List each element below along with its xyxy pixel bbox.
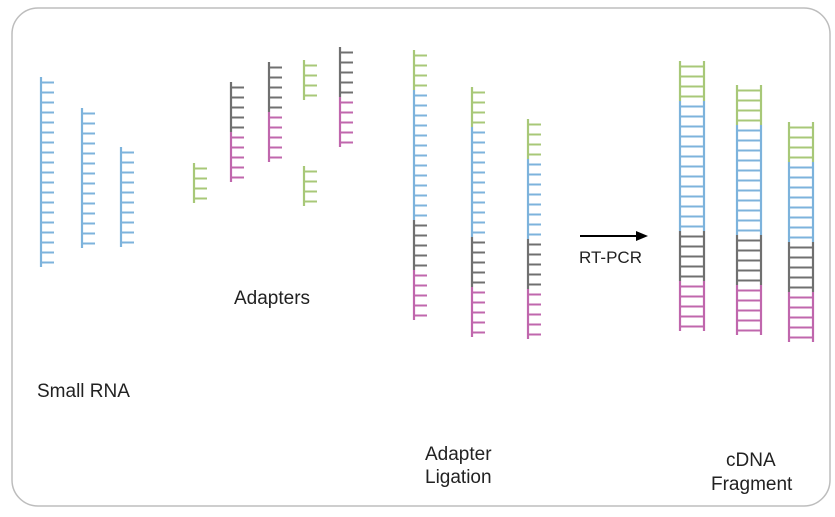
adapter-strand-2-segment-adapter-3prime-gray (229, 82, 244, 132)
small-rna-strand-3 (119, 147, 134, 247)
adapter-strand-6-segment-adapter-3prime-gray (338, 47, 353, 97)
cdna-fragment-1-segment-adapter-5prime (678, 61, 706, 101)
label-small-rna: Small RNA (37, 381, 130, 402)
cdna-fragment-1 (678, 61, 706, 331)
ligated-strand-1-segment-small-rna (412, 90, 427, 220)
diagram-frame (11, 7, 831, 507)
rt-pcr-arrow (580, 231, 648, 241)
adapter-strand-1-segment-adapter-5prime (192, 163, 207, 203)
cdna-fragment-1-segment-adapter-3prime-gray (678, 231, 706, 281)
adapter-strand-3 (267, 62, 282, 162)
small-rna-strand-3-segment-small-rna (119, 147, 134, 247)
ligated-strand-3-segment-adapter-3prime-pink (526, 289, 541, 339)
cdna-fragment-2-segment-adapter-3prime-pink (735, 285, 763, 335)
cdna-fragment-3 (787, 122, 815, 342)
cdna-fragment-2-segment-adapter-3prime-gray (735, 235, 763, 285)
arrow-head-icon (636, 231, 648, 241)
adapter-strand-5-segment-adapter-5prime (302, 166, 317, 206)
adapter-strand-1 (192, 163, 207, 203)
adapter-strand-2-segment-adapter-3prime-pink (229, 132, 244, 182)
adapter-strand-3-segment-adapter-3prime-gray (267, 62, 282, 112)
small-rna-strand-1-segment-small-rna (39, 77, 54, 267)
cdna-fragment-3-segment-adapter-3prime-pink (787, 292, 815, 342)
ligated-strand-1-segment-adapter-3prime-gray (412, 220, 427, 270)
label-adapter-ligation-line1: Adapter (425, 444, 492, 465)
ligated-strand-2-segment-small-rna (470, 127, 485, 237)
ligated-strand-2-segment-adapter-3prime-pink (470, 287, 485, 337)
cdna-fragment-2 (735, 85, 763, 335)
label-cdna-line1: cDNA (726, 450, 776, 471)
adapter-strand-4 (302, 60, 317, 100)
cdna-fragment-3-segment-adapter-5prime (787, 122, 815, 162)
cdna-fragment-1-segment-small-rna (678, 101, 706, 231)
adapter-strand-6 (338, 47, 353, 147)
ligated-strand-1-segment-adapter-3prime-pink (412, 270, 427, 320)
label-cdna-line2: Fragment (711, 474, 793, 495)
cdna-fragment-3-segment-adapter-3prime-gray (787, 242, 815, 292)
cdna-fragment-2-segment-adapter-5prime (735, 85, 763, 125)
strands-layer (39, 47, 815, 342)
ligated-strand-2-segment-adapter-3prime-gray (470, 237, 485, 287)
label-rt-pcr: RT-PCR (579, 248, 642, 267)
small-rna-strand-1 (39, 77, 54, 267)
label-adapter-ligation-line2: Ligation (425, 467, 492, 488)
adapter-strand-5 (302, 166, 317, 206)
adapter-strand-3-segment-adapter-3prime-pink (267, 112, 282, 162)
adapter-strand-6-segment-adapter-3prime-pink (338, 97, 353, 147)
small-rna-strand-2 (80, 108, 95, 248)
ligated-strand-1 (412, 50, 427, 320)
adapter-strand-4-segment-adapter-5prime (302, 60, 317, 100)
label-adapters: Adapters (234, 288, 310, 309)
ligated-strand-1-segment-adapter-5prime (412, 50, 427, 90)
ligated-strand-2-segment-adapter-5prime (470, 87, 485, 127)
ligated-strand-3 (526, 119, 541, 339)
ligated-strand-2 (470, 87, 485, 337)
ligated-strand-3-segment-adapter-3prime-gray (526, 239, 541, 289)
cdna-fragment-3-segment-small-rna (787, 162, 815, 242)
small-rna-strand-2-segment-small-rna (80, 108, 95, 248)
ligated-strand-3-segment-adapter-5prime (526, 119, 541, 159)
cdna-fragment-1-segment-adapter-3prime-pink (678, 281, 706, 331)
cdna-fragment-2-segment-small-rna (735, 125, 763, 235)
ligated-strand-3-segment-small-rna (526, 159, 541, 239)
adapter-strand-2 (229, 82, 244, 182)
